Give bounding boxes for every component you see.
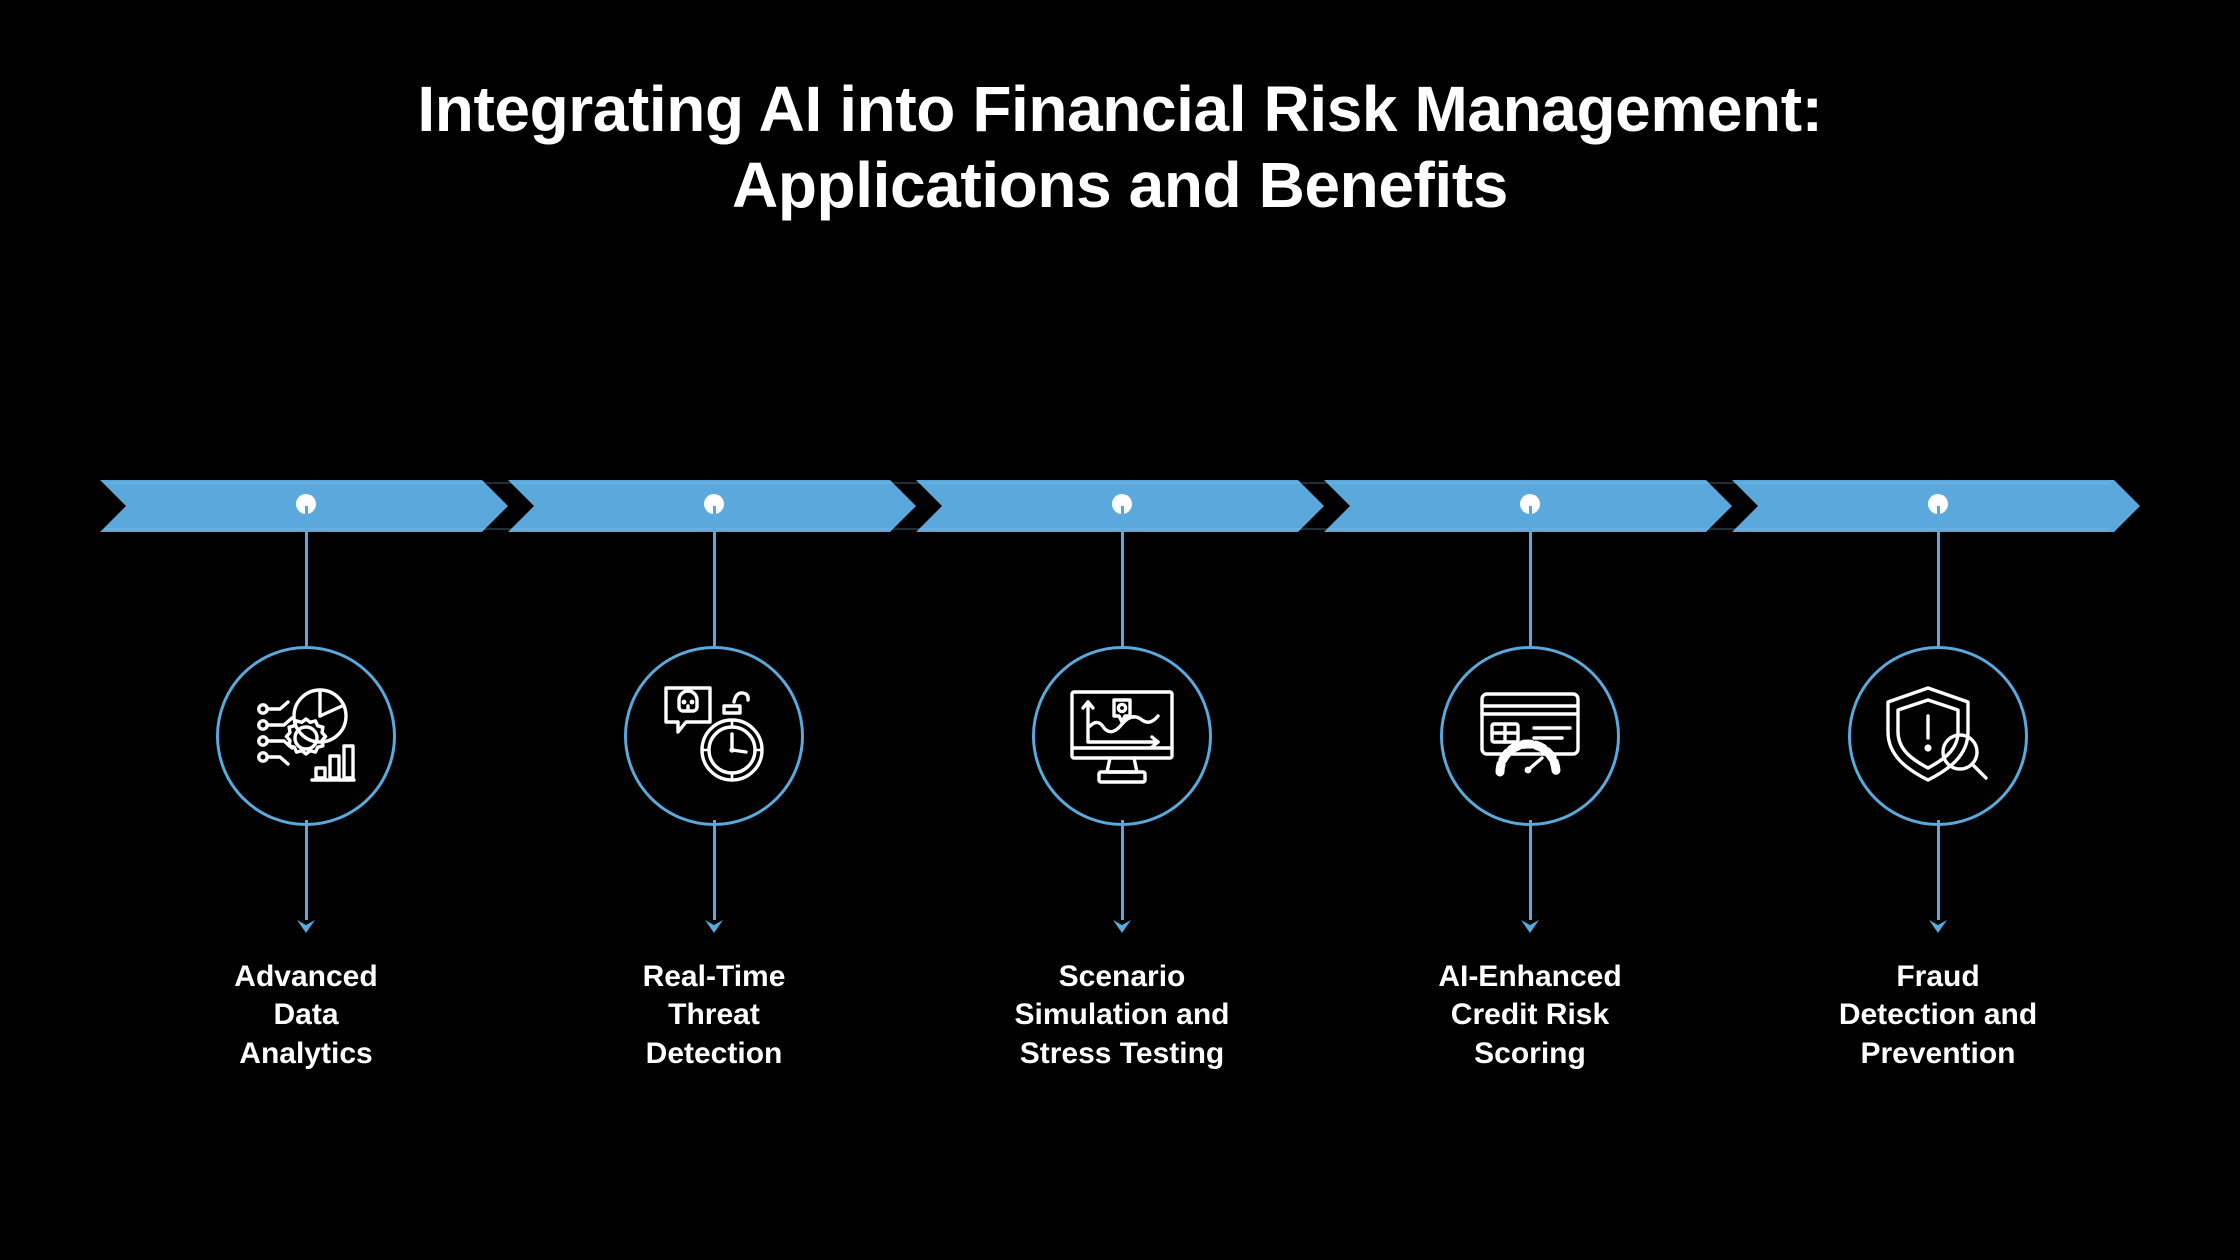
arrow-head-4 (1519, 912, 1541, 934)
step-3-label-line-2: Simulation and (1014, 998, 1230, 1032)
credit-card-gauge-icon (1480, 692, 1580, 777)
icon-circle-1[interactable] (216, 646, 396, 826)
step-3[interactable]: Scenario Simulation and Stress Testing (916, 0, 1328, 1260)
node-dot-5 (1928, 494, 1948, 514)
step-label-2: Real-Time Threat Detection (508, 958, 920, 1073)
connector-top-1 (304, 506, 308, 646)
threat-clock-icon (664, 686, 764, 782)
step-3-label-line-1: Scenario (1058, 960, 1186, 993)
step-label-1: Advanced Data Analytics (100, 958, 512, 1073)
connector-top-3 (1120, 506, 1124, 646)
step-2-label-line-3: Detection (645, 1036, 783, 1070)
connector-bottom-2 (712, 820, 716, 920)
arrow-head-1 (295, 912, 317, 934)
data-analytics-icon (257, 688, 356, 782)
step-4-label-line-2: Credit Risk (1450, 998, 1610, 1032)
step-2-label-line-2: Threat (668, 998, 760, 1032)
connector-top-2 (712, 506, 716, 646)
connector-top-5 (1936, 506, 1940, 646)
connector-bottom-5 (1936, 820, 1940, 920)
step-label-5: Fraud Detection and Prevention (1732, 958, 2144, 1073)
step-2-label-line-1: Real-Time (642, 960, 786, 993)
step-1-label-line-2: Data (273, 998, 339, 1032)
node-dot-2 (704, 494, 724, 514)
step-5-label-line-2: Detection and (1838, 998, 2038, 1032)
title-line-1: Integrating AI into Financial Risk Manag… (417, 73, 1823, 145)
page-title: Integrating AI into Financial Risk Manag… (0, 72, 2240, 223)
connector-bottom-4 (1528, 820, 1532, 920)
step-2[interactable]: Real-Time Threat Detection (508, 0, 920, 1260)
monitor-chart-icon (1070, 690, 1174, 784)
step-5[interactable]: Fraud Detection and Prevention (1732, 0, 2144, 1260)
icon-circle-4[interactable] (1440, 646, 1620, 826)
step-3-label-line-3: Stress Testing (1019, 1036, 1225, 1070)
step-1[interactable]: Advanced Data Analytics (100, 0, 512, 1260)
arrow-head-2 (703, 912, 725, 934)
step-1-label-line-1: Advanced (234, 960, 378, 993)
connector-top-4 (1528, 506, 1532, 646)
icon-circle-2[interactable] (624, 646, 804, 826)
arrow-head-5 (1927, 912, 1949, 934)
step-4[interactable]: AI-Enhanced Credit Risk Scoring (1324, 0, 1736, 1260)
icon-circle-5[interactable] (1848, 646, 2028, 826)
step-1-label-line-3: Analytics (239, 1036, 373, 1070)
step-5-label-line-1: Fraud (1896, 960, 1980, 993)
arrow-head-3 (1111, 912, 1133, 934)
node-dot-3 (1112, 494, 1132, 514)
shield-magnifier-icon (1886, 686, 1988, 782)
connector-bottom-1 (304, 820, 308, 920)
title-line-2: Applications and Benefits (732, 148, 1508, 221)
node-dot-1 (296, 494, 316, 514)
step-label-4: AI-Enhanced Credit Risk Scoring (1324, 958, 1736, 1073)
connector-bottom-3 (1120, 820, 1124, 920)
step-4-label-line-3: Scoring (1474, 1036, 1586, 1070)
step-label-3: Scenario Simulation and Stress Testing (916, 958, 1328, 1073)
icon-circle-3[interactable] (1032, 646, 1212, 826)
step-5-label-line-3: Prevention (1860, 1036, 2016, 1070)
node-dot-4 (1520, 494, 1540, 514)
step-4-label-line-1: AI-Enhanced (1438, 960, 1622, 993)
